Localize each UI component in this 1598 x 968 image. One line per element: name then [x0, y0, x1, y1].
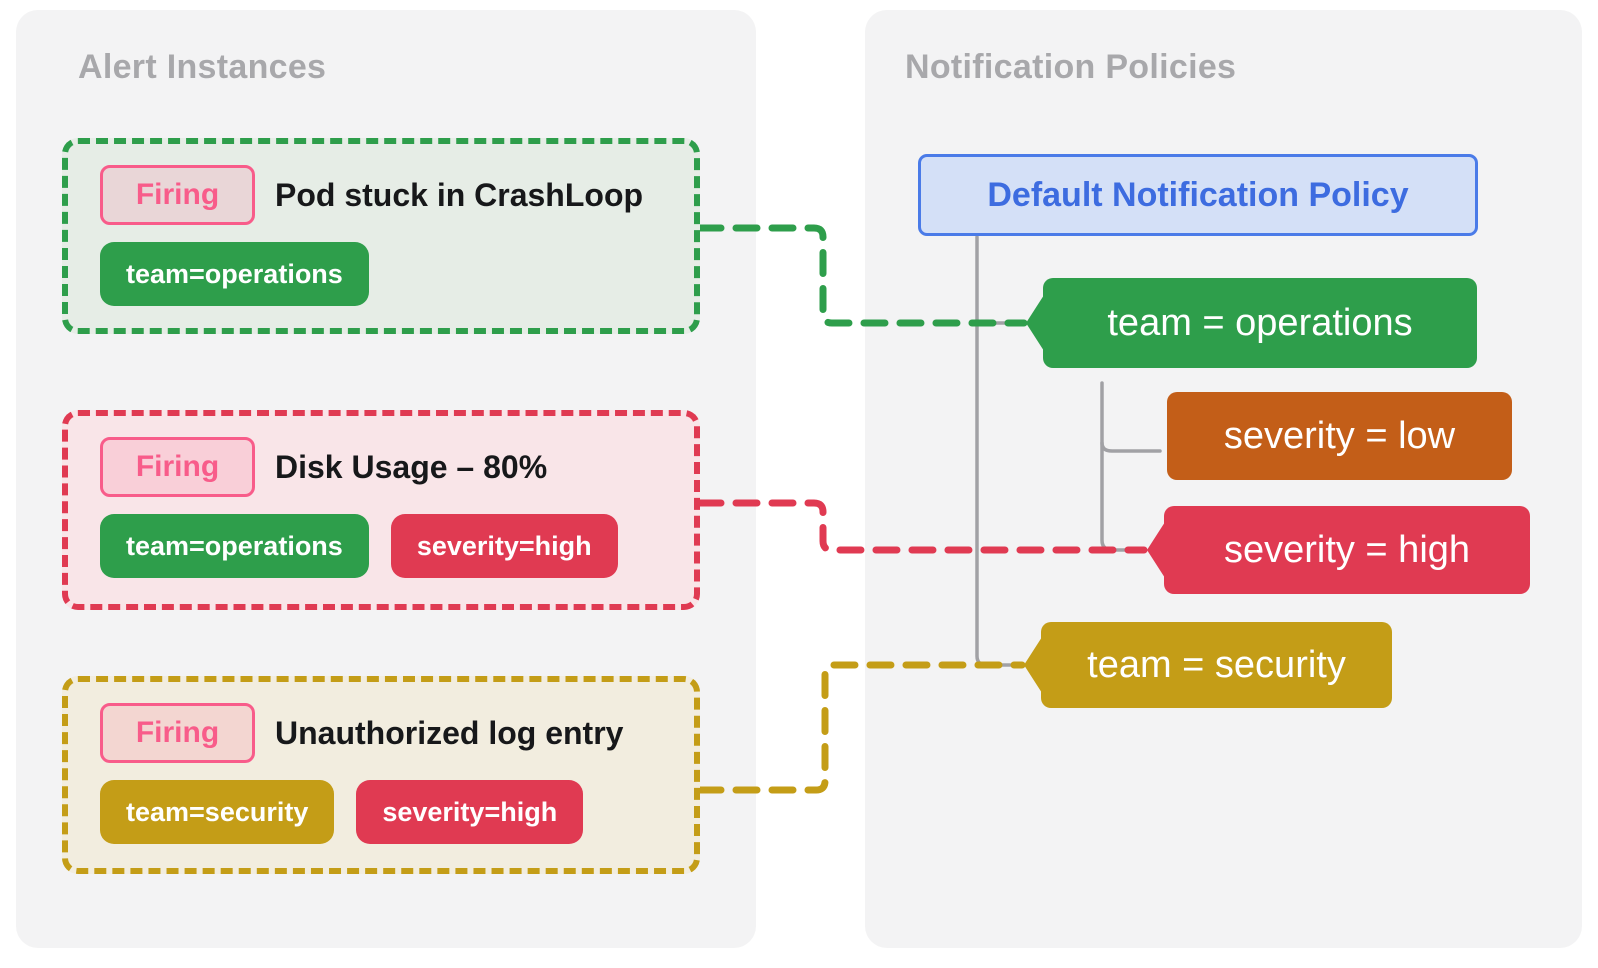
alert-instances-heading: Alert Instances — [78, 48, 327, 86]
alert-card-unauthorized-log: Firing Unauthorized log entry team=secur… — [62, 676, 700, 874]
label-pill-team-security: team=security — [100, 780, 335, 844]
label-pill-severity-high: severity=high — [356, 780, 584, 844]
default-notification-policy-node: Default Notification Policy — [918, 154, 1478, 236]
alert-card-crashloop: Firing Pod stuck in CrashLoop team=opera… — [62, 138, 700, 334]
alert-card-disk-usage: Firing Disk Usage – 80% team=operations … — [62, 410, 700, 610]
matcher-label: severity = high — [1223, 528, 1471, 571]
policy-matcher-severity-high: severity = high — [1164, 506, 1530, 594]
policy-matcher-team-security: team = security — [1041, 622, 1392, 708]
firing-status-badge: Firing — [100, 703, 255, 763]
matcher-label: severity = low — [1223, 414, 1456, 457]
alert-title: Disk Usage – 80% — [275, 448, 548, 485]
policy-matcher-team-operations: team = operations — [1043, 278, 1477, 368]
matcher-label: team = security — [1087, 643, 1346, 686]
firing-status-badge: Firing — [100, 437, 255, 497]
notification-policies-heading: Notification Policies — [905, 48, 1237, 86]
alert-title: Unauthorized log entry — [275, 714, 624, 751]
label-pill-severity-high: severity=high — [390, 514, 618, 578]
policy-matcher-severity-low: severity = low — [1167, 392, 1512, 480]
alert-title: Pod stuck in CrashLoop — [275, 176, 644, 213]
matcher-label: team = operations — [1107, 301, 1413, 344]
label-pill-team-operations: team=operations — [100, 514, 369, 578]
firing-status-badge: Firing — [100, 165, 255, 225]
label-pill-team-operations: team=operations — [100, 242, 369, 306]
